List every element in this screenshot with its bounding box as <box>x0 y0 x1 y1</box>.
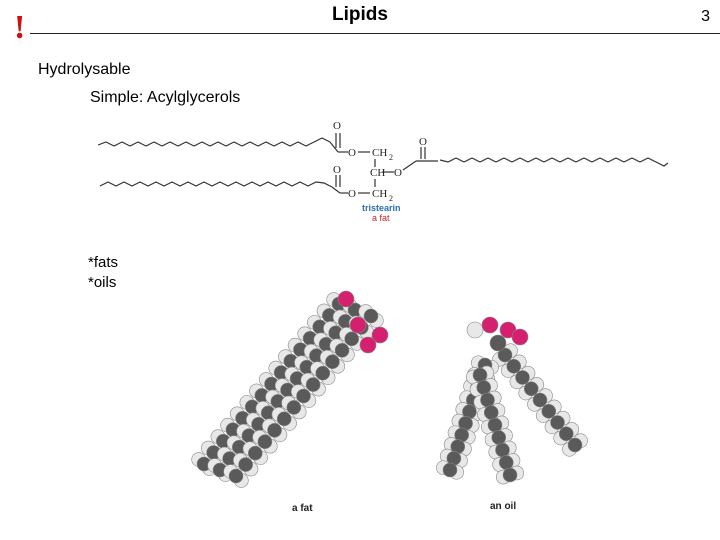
slide-marker: ! <box>14 9 26 46</box>
carbon-atom <box>558 426 574 442</box>
oxygen-atom <box>481 316 499 334</box>
oxygen-atom <box>511 328 529 346</box>
carbon-atom <box>238 457 253 472</box>
carbonyl-oxygen-bottom: O <box>333 164 341 176</box>
carbon-atom <box>541 403 557 419</box>
carbon-atom <box>523 381 539 397</box>
ch2-bottom-subscript: 2 <box>389 194 393 203</box>
slide-title: Lipids <box>332 4 388 25</box>
ch2-bottom: CH <box>372 188 387 200</box>
carbon-atom <box>502 467 518 483</box>
carbon-atom <box>363 308 379 324</box>
carbonyl-oxygen-middle: O <box>419 136 427 148</box>
fat-space-filling-model <box>191 290 389 488</box>
carbon-atom <box>296 388 311 404</box>
carbon-atom <box>325 354 340 370</box>
carbon-atom <box>498 455 514 470</box>
bullet-fats: *fats <box>88 254 119 271</box>
ester-oxygen-top: O <box>348 147 356 159</box>
ch2-top-subscript: 2 <box>389 153 393 162</box>
fat-model-label: a fat <box>292 503 313 514</box>
oil-space-filling-model <box>436 316 588 485</box>
carbon-atom <box>472 367 488 383</box>
carbon-atom <box>567 437 583 453</box>
carbon-atom <box>334 342 350 358</box>
carbon-atom <box>315 365 331 381</box>
title-rule <box>30 33 720 34</box>
carbon-atom <box>476 380 492 395</box>
carbon-atom <box>247 445 263 461</box>
subheading-acylglycerols: Simple: Acylglycerols <box>90 89 241 106</box>
oxygen-atom <box>349 316 367 334</box>
ch2-top: CH <box>372 147 387 159</box>
carbon-atom <box>489 334 507 352</box>
carbon-atom <box>442 462 458 478</box>
carbon-atom <box>228 468 244 484</box>
carbon-atom <box>495 442 510 458</box>
carbon-atom <box>276 411 292 427</box>
fatty-acid-chain-top <box>97 137 331 147</box>
ch-middle-c: CH <box>370 167 385 179</box>
carbon-atom <box>286 400 302 415</box>
molecule-caption: a fat <box>372 213 390 223</box>
oxygen-atom <box>359 336 377 354</box>
ester-oxygen-middle: O <box>394 167 402 179</box>
carbon-atom <box>480 392 495 408</box>
ester-oxygen-bottom: O <box>348 188 356 200</box>
carbon-atom <box>257 434 273 450</box>
carbon-atom <box>532 392 548 408</box>
tristearin-structure-diagram: O O CH 2 CH O O O O CH 2 tristearin a fa… <box>97 120 669 223</box>
fatty-acid-chain-bottom <box>99 181 333 188</box>
carbon-atom <box>267 422 282 438</box>
carbon-atom <box>506 358 522 374</box>
carbon-atom <box>344 331 360 347</box>
page-number: 3 <box>701 8 710 25</box>
carbonyl-oxygen-top: O <box>333 120 341 132</box>
fatty-acid-chain-middle <box>439 157 669 167</box>
oil-model-label: an oil <box>490 501 516 512</box>
carbon-atom <box>550 415 565 430</box>
carbon-atom <box>487 417 503 433</box>
carbon-atom <box>483 405 499 420</box>
bullet-oils: *oils <box>88 274 117 291</box>
carbon-atom <box>491 430 507 445</box>
space-filling-models: a fat an oil <box>191 290 588 514</box>
hydrogen-atom <box>466 321 484 339</box>
molecule-name: tristearin <box>362 203 401 213</box>
heading-hydrolysable: Hydrolysable <box>38 61 131 78</box>
carbon-atom <box>305 377 321 392</box>
carbon-atom <box>497 347 513 363</box>
oxygen-atom <box>371 326 389 344</box>
carbon-atom <box>515 370 530 385</box>
oxygen-atom <box>337 290 355 308</box>
